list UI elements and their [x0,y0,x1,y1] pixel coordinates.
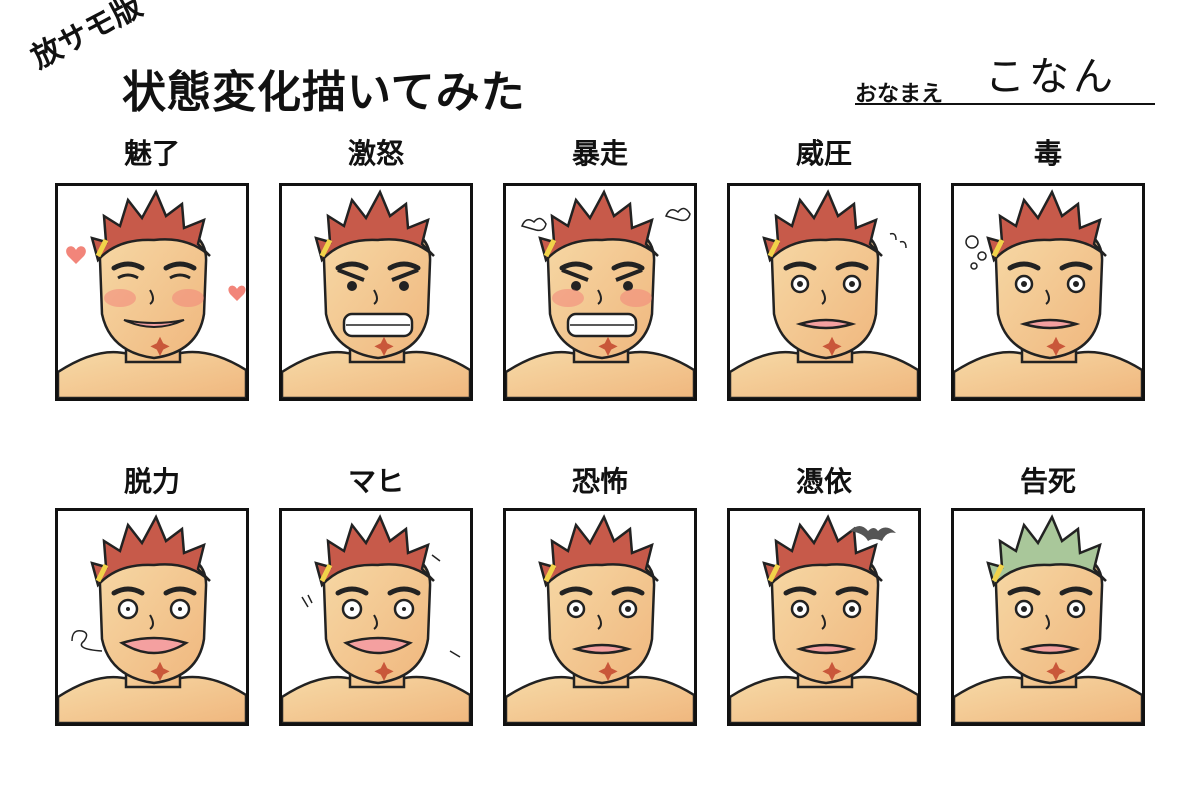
brow-right [611,261,645,271]
brow-left [783,261,817,271]
expression-panel-exhausted [55,508,249,726]
brow-left [1007,261,1041,271]
expression-panel-berserk [503,183,697,401]
expression-panel-paralyzed [279,508,473,726]
brow-left [335,586,369,596]
nose [149,614,154,630]
panel-label: 暴走 [571,137,628,170]
nose [1045,289,1050,305]
swirl-icon [71,629,103,652]
hair [314,189,435,263]
hair [90,189,211,263]
expression-panel-enraged [279,183,473,401]
brow-left [335,261,369,271]
expression-panel-doomed [951,508,1145,726]
brow-left [559,261,593,271]
brow-right [163,586,197,596]
name-underline [855,103,1155,105]
brow-right [387,586,421,596]
brow-right [835,261,869,271]
hair [986,514,1107,588]
hair [538,189,659,263]
panel-label: 魅了 [123,137,180,170]
chest-star [1046,336,1066,356]
brow-right [387,261,421,271]
chest-star [374,336,394,356]
brow-right [1059,261,1093,271]
hair [538,514,659,588]
chest-star [822,336,842,356]
nose [597,614,602,630]
hair [986,189,1107,263]
nose [821,614,826,630]
expression-panel-charmed [55,183,249,401]
nose [373,289,378,305]
expression-panel-possessed [727,508,921,726]
panel-label: マヒ [347,465,404,498]
hair [762,514,883,588]
chest-star [1046,661,1066,681]
hair [90,514,211,588]
brow-left [559,586,593,596]
chest-star [150,336,170,356]
hair [314,514,435,588]
panel-label: 脱力 [123,465,180,498]
nose [597,289,602,305]
nose [373,614,378,630]
brow-left [783,586,817,596]
expression-panel-afraid [503,508,697,726]
nose [149,289,154,305]
panel-label: 憑依 [795,465,852,498]
bubble-icon [965,235,987,270]
hair [762,189,883,263]
expression-panel-poisoned [951,183,1145,401]
brow-left [111,586,145,596]
shock-icon [301,554,461,658]
panel-label: 激怒 [347,137,404,170]
nose [821,289,826,305]
brow-left [111,261,145,271]
name-value: こなん [985,54,1117,100]
panel-label: 告死 [1019,465,1076,498]
chest-star [150,661,170,681]
bat-icon [850,526,896,541]
nose [1045,614,1050,630]
brow-right [611,586,645,596]
chest-star [598,336,618,356]
brow-right [163,261,197,271]
heart-icon [66,246,246,301]
steam-icon [520,207,691,232]
sweat-icon [889,232,907,249]
panel-label: 恐怖 [571,465,628,498]
chest-star [374,661,394,681]
expression-panel-intimidated [727,183,921,401]
chest-star [822,661,842,681]
page-title: 状態変化描いてみた [122,67,526,118]
brow-right [1059,586,1093,596]
name-label: おなまえ [855,82,944,107]
panel-label: 威圧 [795,137,852,170]
brow-left [1007,586,1041,596]
panel-label: 毒 [1033,137,1062,170]
chest-star [598,661,618,681]
brow-right [835,586,869,596]
